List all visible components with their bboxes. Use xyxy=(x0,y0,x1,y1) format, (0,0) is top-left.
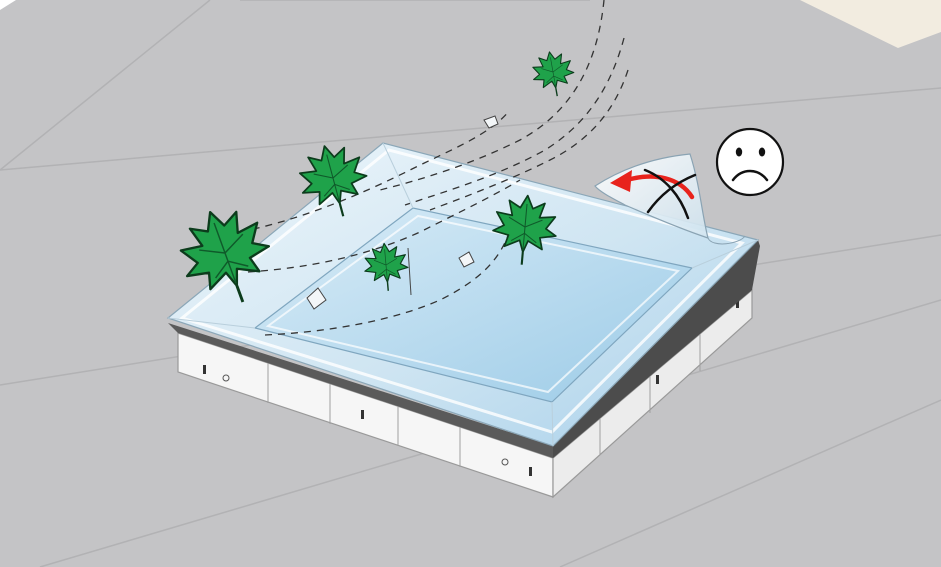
sad-face-icon xyxy=(717,129,783,195)
